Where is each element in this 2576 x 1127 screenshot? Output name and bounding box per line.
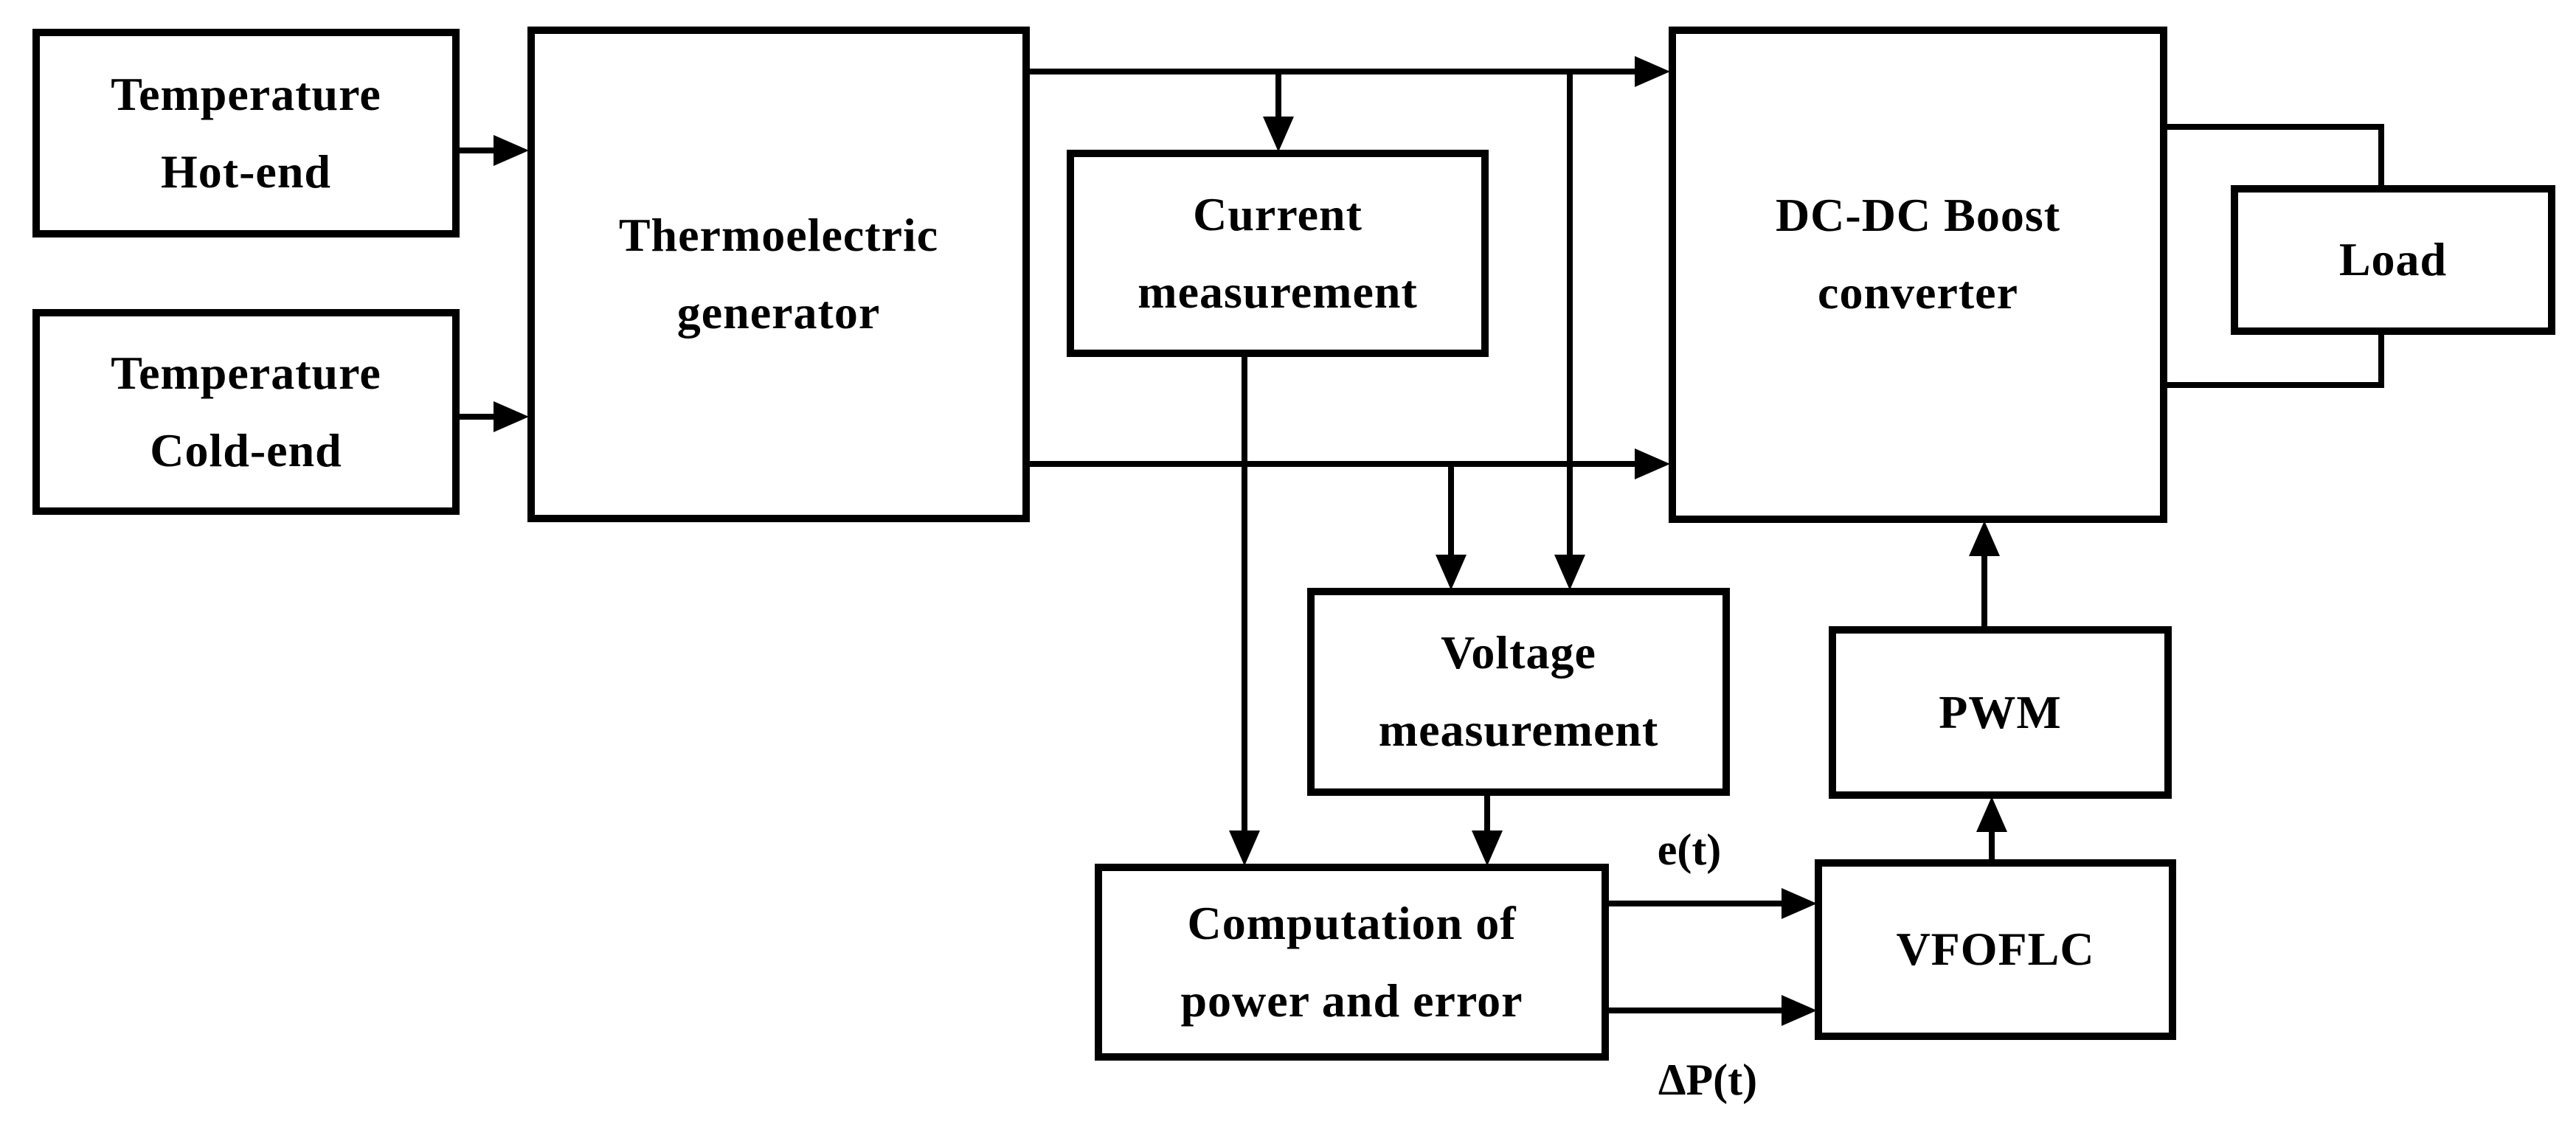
arrow-bottom-tap-to-voltage-measurement	[1436, 464, 1467, 590]
block-label-line: Load	[2338, 233, 2448, 286]
block-dcdc-boost-converter: DC-DC Boost converter	[1669, 27, 2167, 523]
block-load: Load	[2231, 185, 2555, 335]
block-label-line: Voltage	[1441, 626, 1596, 679]
block-label-line: converter	[1818, 266, 2018, 319]
arrow-top-tap-to-voltage-measurement	[1554, 72, 1585, 590]
arrow-hot-end-to-teg	[460, 135, 529, 166]
signal-label-error: e(t)	[1657, 825, 1722, 874]
arrow-current-to-computation	[1229, 355, 1260, 866]
arrow-tap-to-current-measurement	[1263, 72, 1294, 152]
signal-label-delta-power: ΔP(t)	[1658, 1055, 1758, 1104]
arrow-voltage-to-computation	[1472, 794, 1503, 866]
arrow-pwm-to-dcdc	[1969, 521, 2000, 628]
block-temperature-cold-end: Temperature Cold-end	[32, 309, 460, 515]
wire-teg-top-output-to-dcdc	[1027, 56, 1670, 87]
block-label-line: Current	[1193, 187, 1363, 240]
block-label-line: Hot-end	[161, 145, 331, 198]
block-current-measurement: Current measurement	[1067, 150, 1489, 357]
block-label-line: Computation of	[1187, 896, 1517, 949]
block-label-line: measurement	[1138, 265, 1418, 318]
block-pwm: PWM	[1829, 626, 2172, 799]
block-voltage-measurement: Voltage measurement	[1307, 588, 1730, 796]
arrow-error-signal-to-vfoflc	[1607, 888, 1817, 919]
block-vfoflc: VFOFLC	[1815, 859, 2176, 1040]
block-label-line: measurement	[1378, 704, 1659, 756]
block-label-line: VFOFLC	[1896, 923, 2095, 976]
block-label-line: Temperature	[111, 346, 381, 399]
block-temperature-hot-end: Temperature Hot-end	[32, 29, 460, 237]
block-label-line: DC-DC Boost	[1775, 189, 2061, 242]
arrow-cold-end-to-teg	[460, 401, 529, 432]
block-label-line: Thermoelectric	[618, 209, 939, 262]
block-label-line: power and error	[1180, 974, 1523, 1027]
block-label-line: generator	[676, 286, 881, 339]
block-computation-power-error: Computation of power and error	[1095, 864, 1609, 1061]
block-label-line: Temperature	[111, 67, 381, 120]
arrow-delta-power-signal-to-vfoflc	[1607, 995, 1817, 1026]
block-label-line: PWM	[1939, 685, 2062, 738]
arrow-vfoflc-to-pwm	[1976, 797, 2007, 861]
block-thermoelectric-generator: Thermoelectric generator	[527, 27, 1030, 522]
block-label-line: Cold-end	[150, 423, 342, 476]
wire-teg-bottom-output-to-dcdc	[1027, 448, 1670, 479]
